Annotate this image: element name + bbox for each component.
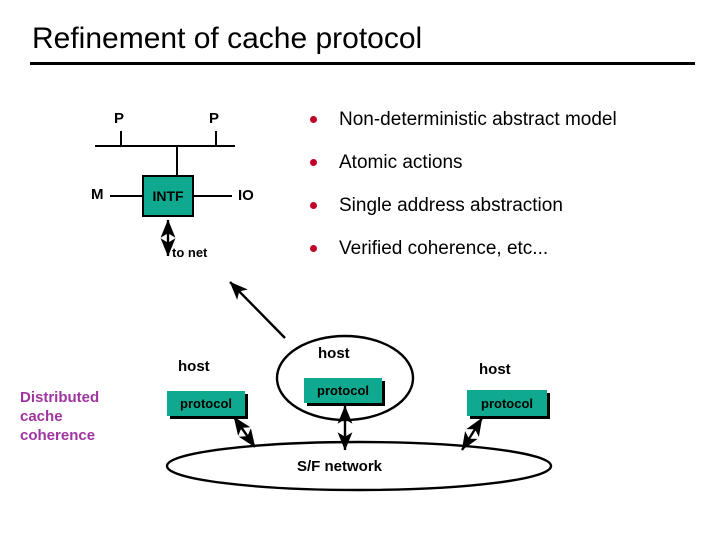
processor-left-label: P — [114, 110, 125, 127]
bus-to-interface-connector — [176, 146, 178, 175]
host-label-middle: host — [318, 345, 350, 362]
protocol-right-network-arrow — [460, 417, 484, 451]
bullet-list: Non-deterministic abstract model Atomic … — [305, 98, 705, 270]
list-item: Atomic actions — [305, 141, 705, 184]
list-item: Verified coherence, etc... — [305, 227, 705, 270]
interface-block: INTF — [142, 175, 194, 217]
list-item: Non-deterministic abstract model — [305, 98, 705, 141]
host-label-right: host — [479, 361, 511, 378]
page-title: Refinement of cache protocol — [32, 22, 423, 55]
processor-right-connector — [215, 131, 217, 146]
protocol-box-right: protocol — [467, 390, 547, 416]
refinement-arrow — [229, 281, 286, 339]
title-divider — [30, 62, 695, 65]
system-bus-line — [95, 145, 235, 147]
bullet-marker-icon — [310, 202, 317, 209]
processor-left-connector — [120, 131, 122, 146]
io-label: IO — [238, 187, 254, 204]
protocol-box-left: protocol — [167, 391, 245, 416]
list-item-label: Atomic actions — [339, 151, 463, 173]
bullet-marker-icon — [310, 159, 317, 166]
node-architecture-diagram: P P INTF M IO to net — [0, 0, 300, 280]
host-label-left: host — [178, 358, 210, 375]
processor-right-label: P — [209, 110, 220, 127]
memory-connector-line — [110, 195, 142, 197]
list-item-label: Non-deterministic abstract model — [339, 108, 617, 130]
list-item-label: Single address abstraction — [339, 194, 563, 216]
io-connector-line — [194, 195, 232, 197]
network-label: S/F network — [297, 458, 383, 475]
memory-label: M — [91, 186, 104, 203]
bullet-marker-icon — [310, 116, 317, 123]
bullet-marker-icon — [310, 245, 317, 252]
protocol-box-middle: protocol — [304, 378, 382, 403]
protocol-left-network-arrow — [233, 416, 256, 448]
list-item-label: Verified coherence, etc... — [339, 237, 549, 259]
to-net-label: to net — [172, 245, 208, 260]
distributed-cache-coherence-caption: Distributed cache coherence — [20, 389, 100, 444]
list-item: Single address abstraction — [305, 184, 705, 227]
